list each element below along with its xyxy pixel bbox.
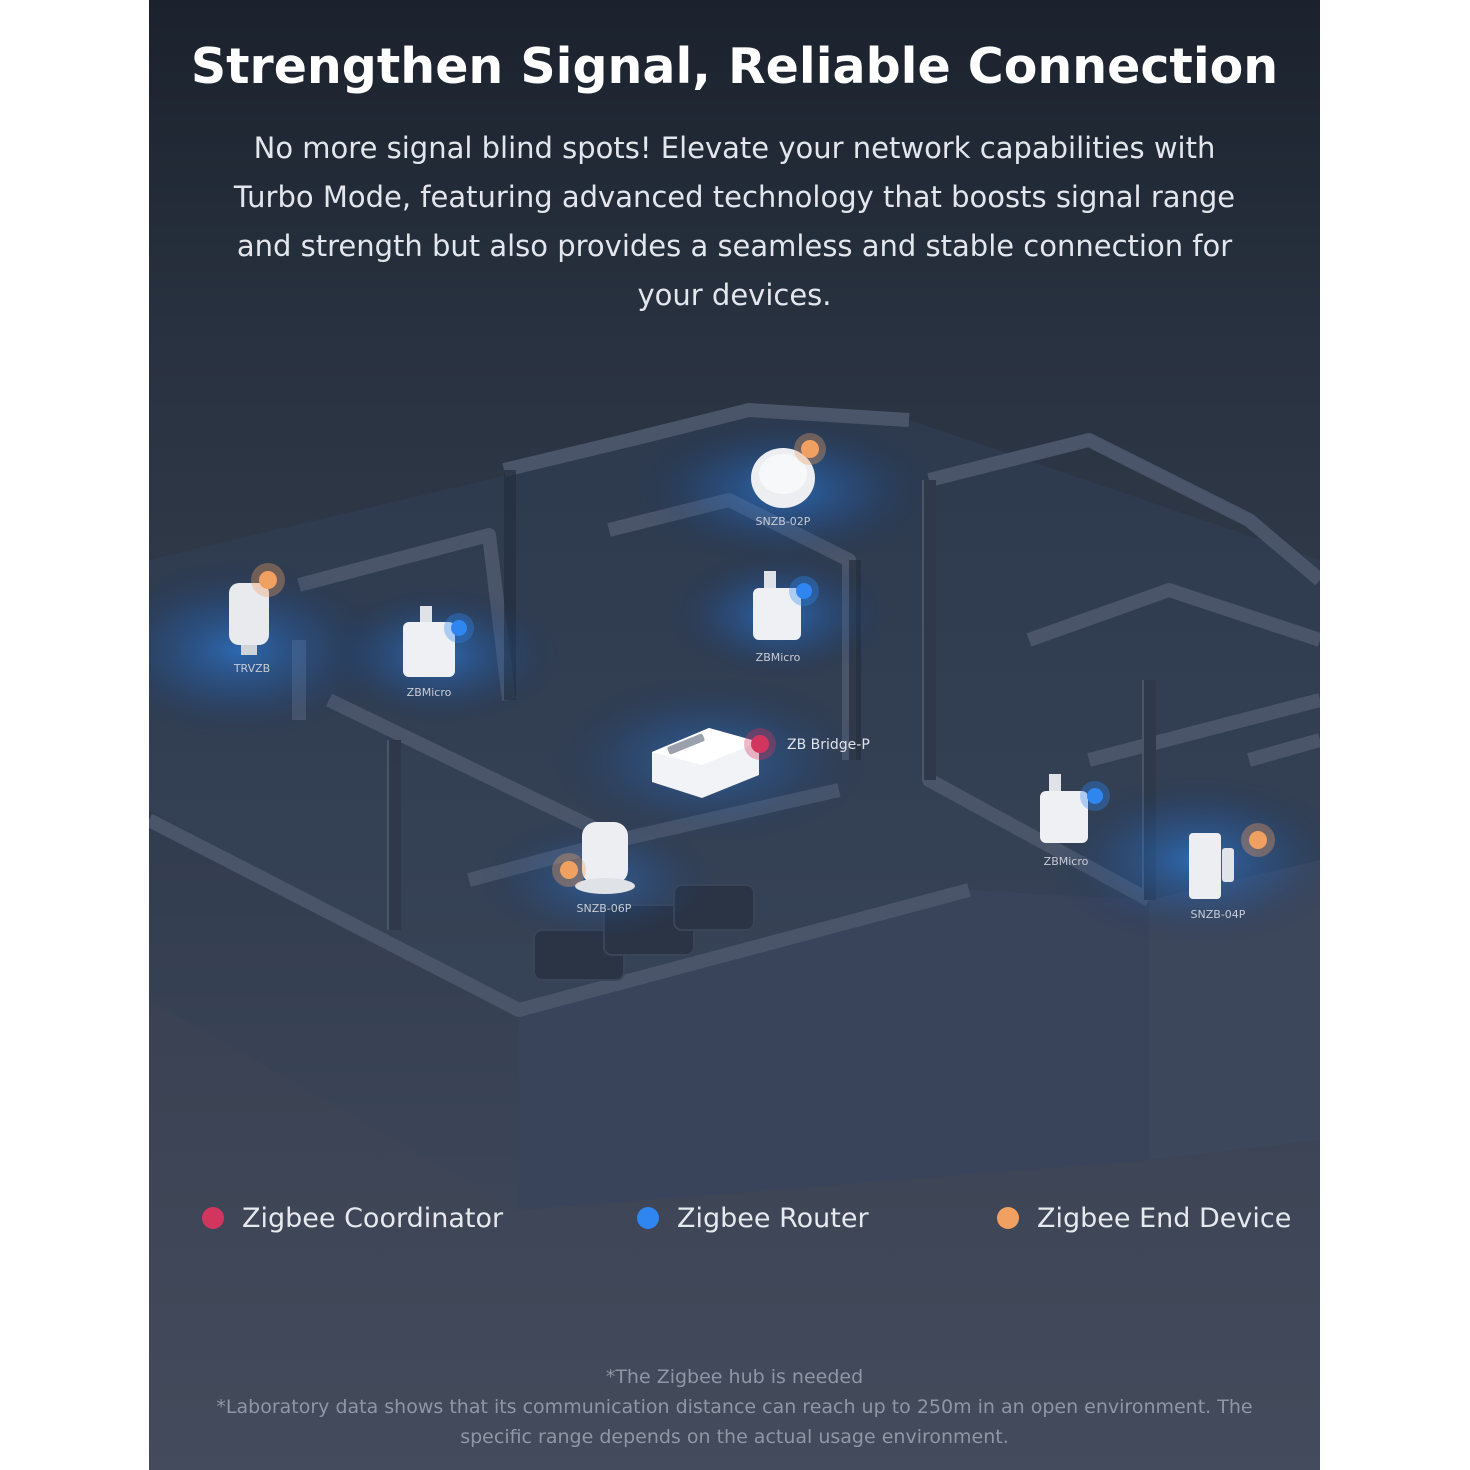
router-dot <box>451 620 467 636</box>
end-device-dot <box>259 571 277 589</box>
legend-coordinator: Zigbee Coordinator <box>202 1196 503 1240</box>
device-label: SNZB-06P <box>577 902 632 915</box>
footnote-range: *Laboratory data shows that its communic… <box>216 1396 1253 1448</box>
device-label: ZBMicro <box>407 686 452 699</box>
device-label: TRVZB <box>233 662 270 675</box>
snzb-06p-device: SNZB-06P <box>552 822 635 915</box>
device-label: SNZB-02P <box>756 515 811 528</box>
front-wall-left <box>149 810 519 1210</box>
legend-router-label: Zigbee Router <box>677 1202 869 1234</box>
device-label: SNZB-04P <box>1191 908 1246 921</box>
coordinator-dot <box>751 735 769 753</box>
footnote-hub: *The Zigbee hub is needed <box>605 1366 864 1388</box>
zbmicro-center-device: ZBMicro <box>753 571 819 664</box>
device-label: ZB Bridge-P <box>787 737 870 753</box>
router-dot <box>1087 788 1103 804</box>
end-device-dot <box>801 440 819 458</box>
signal-glow <box>149 560 389 740</box>
zb-bridge-p-device: ZB Bridge-P <box>652 728 870 798</box>
router-dot <box>796 583 812 599</box>
zbmicro-right-device: ZBMicro <box>1040 774 1110 868</box>
coordinator-dot-icon <box>202 1207 224 1229</box>
floorplan-illustration: SNZB-02P TRVZB ZBMicro ZBMicro <box>149 403 1320 1210</box>
signal-glow <box>1049 775 1320 945</box>
snzb-04p-device: SNZB-04P <box>1189 823 1275 921</box>
trvzb-device: TRVZB <box>229 563 285 675</box>
end-device-dot <box>1249 831 1267 849</box>
legend: Zigbee Coordinator Zigbee Router Zigbee … <box>149 1196 1320 1240</box>
legend-end-device: Zigbee End Device <box>997 1196 1291 1240</box>
device-label: ZBMicro <box>1044 855 1089 868</box>
footnotes: *The Zigbee hub is needed *Laboratory da… <box>209 1362 1260 1452</box>
legend-end-device-label: Zigbee End Device <box>1037 1202 1292 1234</box>
legend-coordinator-label: Zigbee Coordinator <box>242 1202 504 1234</box>
end-device-dot-icon <box>997 1207 1019 1229</box>
headline: Strengthen Signal, Reliable Connection <box>190 38 1279 95</box>
subtitle: No more signal blind spots! Elevate your… <box>233 131 1236 312</box>
device-label: ZBMicro <box>756 651 801 664</box>
zbmicro-left-device: ZBMicro <box>403 606 474 699</box>
router-dot-icon <box>637 1207 659 1229</box>
end-device-dot <box>560 861 578 879</box>
product-banner: Strengthen Signal, Reliable Connection N… <box>149 0 1320 1470</box>
legend-router: Zigbee Router <box>637 1196 869 1240</box>
snzb-02p-device: SNZB-02P <box>751 433 826 528</box>
